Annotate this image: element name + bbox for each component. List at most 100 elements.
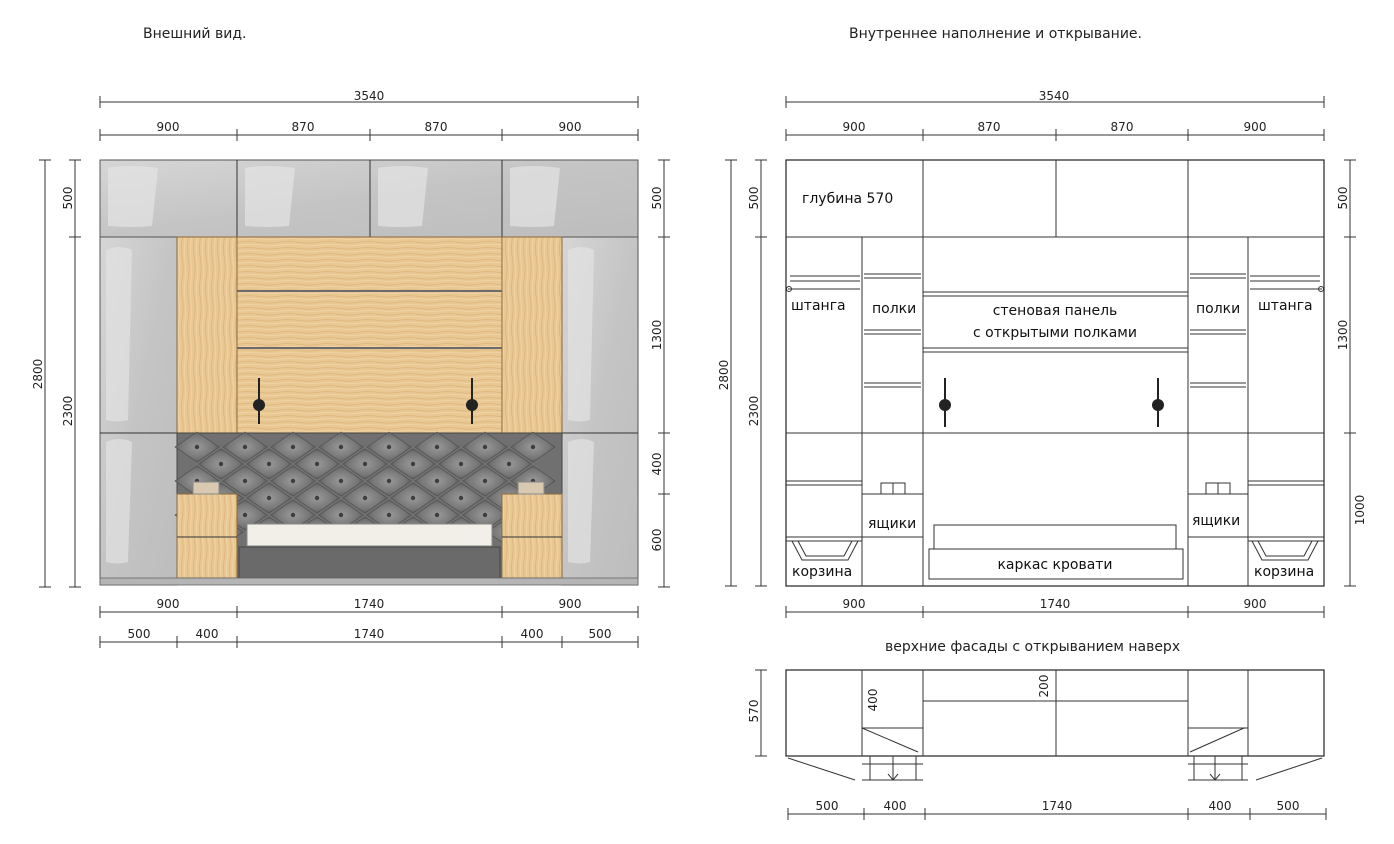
mattress (246, 523, 493, 547)
r-dim-top-2: 870 (978, 120, 1001, 134)
plan-dim-b1: 500 (816, 799, 839, 813)
tuft-button (242, 478, 248, 484)
dim-top-2: 870 (292, 120, 315, 134)
dim-right-4: 600 (650, 529, 664, 552)
left-title: Внешний вид. (143, 26, 246, 42)
tuft-button (410, 495, 416, 501)
tuft-button (314, 461, 320, 467)
rod-left-label: штанга (791, 298, 846, 314)
plan-dim-b2: 400 (884, 799, 907, 813)
tuft-button (434, 478, 440, 484)
tuft-button (242, 512, 248, 518)
tuft-button (458, 495, 464, 501)
wall-panel-label-1: стеновая панель (993, 303, 1118, 319)
plan-dimensions: 570 400 200 500 400 1740 400 500 (747, 669, 1327, 820)
drawers-left-label: ящики (868, 516, 916, 532)
tuft-button (338, 478, 344, 484)
r-dim-bottom-3: 900 (1244, 597, 1267, 611)
r-dim-left-inner: 2300 (747, 396, 761, 427)
tuft-button (242, 444, 248, 450)
dim-b2-2: 400 (196, 627, 219, 641)
r-dim-left-outer: 2800 (717, 360, 731, 391)
tuft-button (434, 444, 440, 450)
dim-left-top: 500 (61, 187, 75, 210)
dim-total-width: 3540 (354, 89, 385, 103)
dim-bottom-2: 1740 (354, 597, 385, 611)
right-elevation: глубина 570 штанга штанга полки полки (785, 159, 1325, 587)
tuft-button (458, 461, 464, 467)
tuft-button (266, 495, 272, 501)
rod-right-label: штанга (1258, 298, 1313, 314)
tuft-button (410, 461, 416, 467)
wall-lamp-icon (939, 378, 951, 427)
dim-top-1: 900 (157, 120, 180, 134)
depth-label: глубина 570 (802, 191, 893, 207)
tuft-button (482, 444, 488, 450)
plan-dim-400: 400 (866, 689, 880, 712)
nightstand-left (176, 493, 238, 579)
tuft-button (266, 461, 272, 467)
dim-top-3: 870 (425, 120, 448, 134)
tuft-button (362, 461, 368, 467)
left-dimensions: 3540 900 870 870 900 900 1740 900 500 40… (31, 89, 670, 648)
right-title: Внутреннее наполнение и открывание. (849, 26, 1142, 42)
right-dimensions: 3540 900 870 870 900 900 1740 900 2800 5… (717, 89, 1367, 618)
tuft-button (290, 512, 296, 518)
r-dim-left-top: 500 (747, 187, 761, 210)
tuft-button (338, 512, 344, 518)
tuft-button (290, 444, 296, 450)
r-dim-right-2: 1300 (1336, 320, 1350, 351)
plan-dim-depth: 570 (747, 700, 761, 723)
bed-frame-label: каркас кровати (997, 557, 1112, 573)
r-dim-bottom-1: 900 (843, 597, 866, 611)
dim-b2-1: 500 (128, 627, 151, 641)
r-dim-right-1: 500 (1336, 187, 1350, 210)
wall-lamp-icon (253, 378, 265, 424)
wall-lamp-icon (466, 378, 478, 424)
tuft-button (194, 444, 200, 450)
wall-lamp-icon (1152, 378, 1164, 427)
dim-right-3: 400 (650, 453, 664, 476)
tuft-button (386, 512, 392, 518)
tuft-button (482, 478, 488, 484)
dim-left-inner: 2300 (61, 396, 75, 427)
r-dim-top-1: 900 (843, 120, 866, 134)
basket-left-label: корзина (792, 564, 852, 580)
dim-right-2: 1300 (650, 320, 664, 351)
wall-panel-label-2: с открытыми полками (973, 325, 1137, 341)
r-dim-total-width: 3540 (1039, 89, 1070, 103)
tuft-button (218, 461, 224, 467)
plan-view (785, 669, 1325, 781)
drawers-right-label: ящики (1192, 513, 1240, 529)
basket-right-label: корзина (1254, 564, 1314, 580)
plan-title: верхние фасады с открыванием наверх (885, 639, 1180, 655)
tuft-button (386, 478, 392, 484)
tuft-button (290, 478, 296, 484)
dim-bottom-3: 900 (559, 597, 582, 611)
tuft-button (506, 461, 512, 467)
dim-top-4: 900 (559, 120, 582, 134)
tuft-button (434, 512, 440, 518)
dim-b2-5: 500 (589, 627, 612, 641)
r-dim-top-4: 900 (1244, 120, 1267, 134)
r-dim-top-3: 870 (1111, 120, 1134, 134)
shelves-left-label: полки (872, 301, 916, 317)
tuft-button (482, 512, 488, 518)
plan-dim-b5: 500 (1277, 799, 1300, 813)
nightstand-right (501, 493, 563, 579)
dim-b2-3: 1740 (354, 627, 385, 641)
dim-bottom-1: 900 (157, 597, 180, 611)
tuft-button (386, 444, 392, 450)
plan-dim-200: 200 (1037, 675, 1051, 698)
tuft-button (530, 444, 536, 450)
tuft-button (314, 495, 320, 501)
tuft-button (362, 495, 368, 501)
bed-frame (238, 546, 501, 579)
left-elevation (99, 159, 639, 586)
r-dim-right-3: 1000 (1353, 495, 1367, 526)
dim-b2-4: 400 (521, 627, 544, 641)
plan-dim-b3: 1740 (1042, 799, 1073, 813)
tuft-button (338, 444, 344, 450)
shelves-right-label: полки (1196, 301, 1240, 317)
